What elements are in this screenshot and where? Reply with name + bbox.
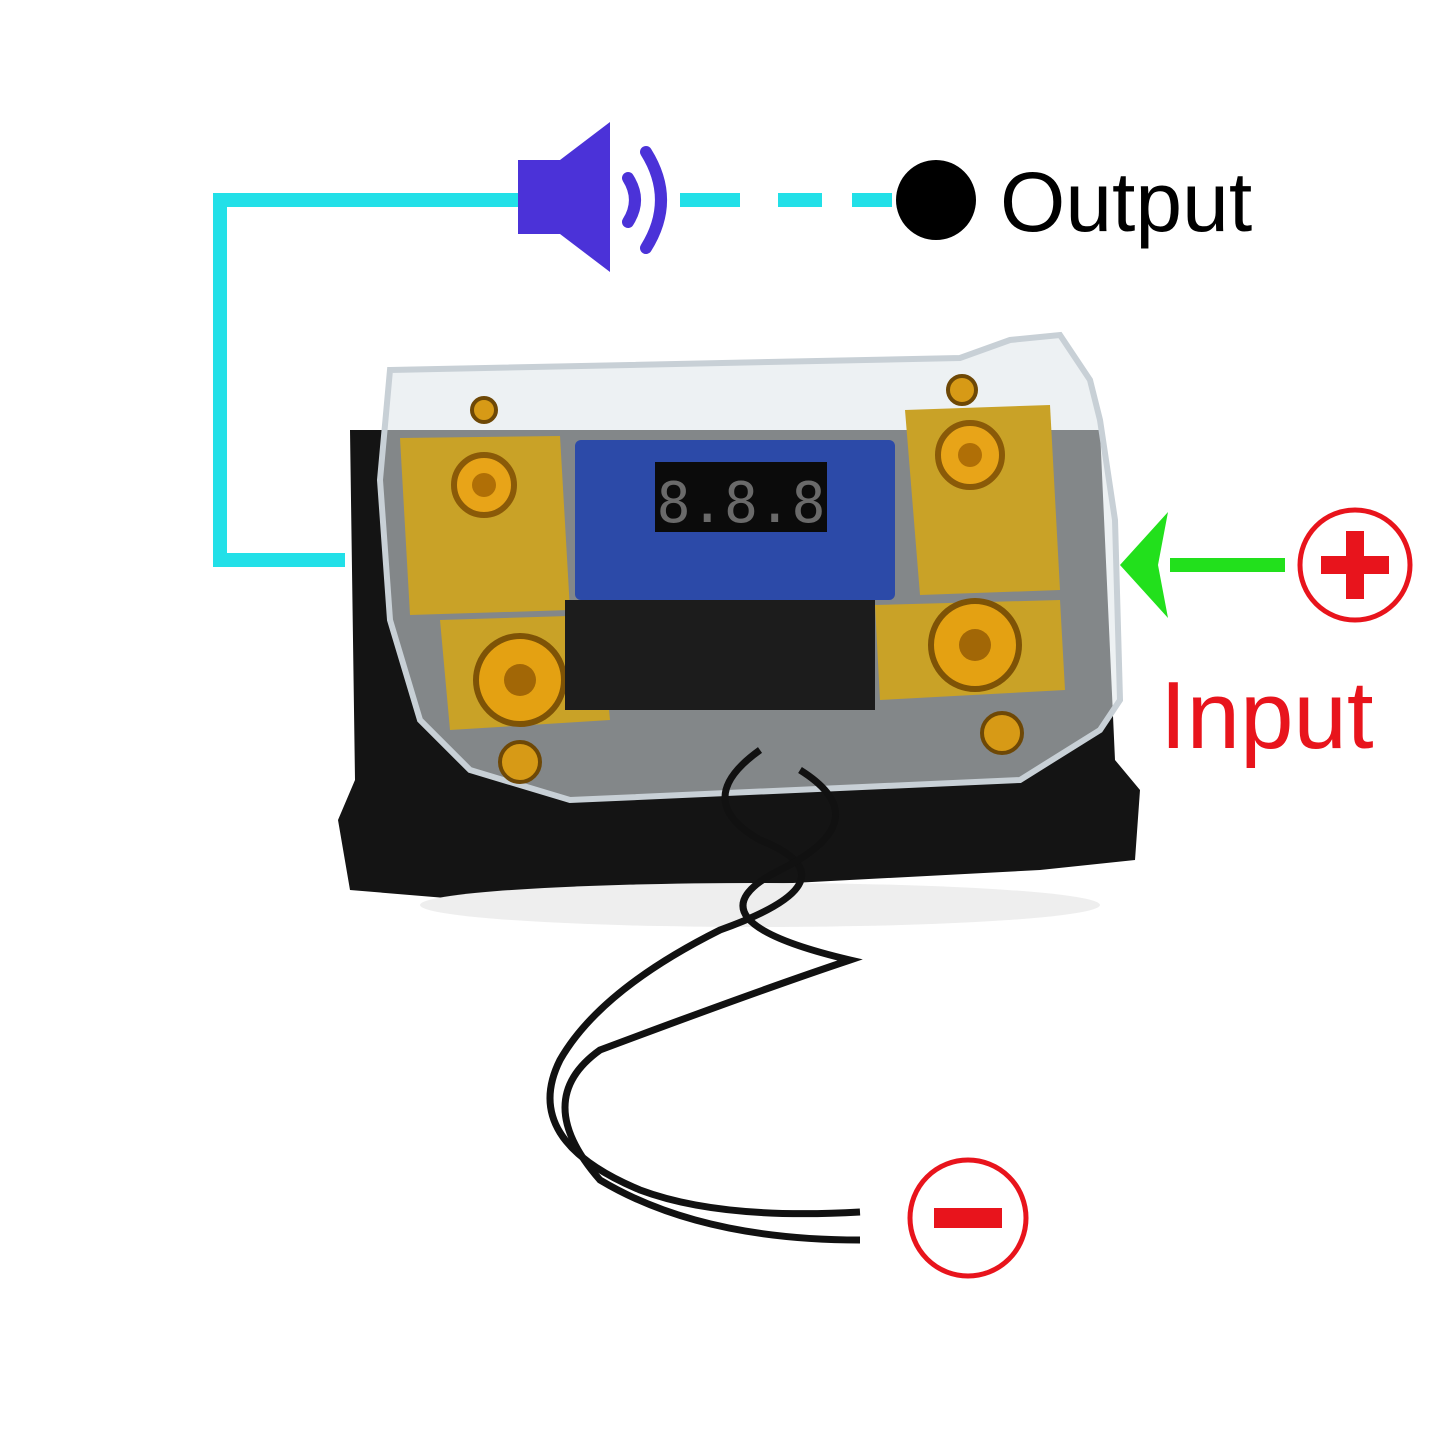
negative-wire [546,747,861,1218]
output-label: Output [1000,155,1253,249]
right-terminal [875,405,1065,700]
input-arrow [1120,512,1285,618]
minus-circle-icon [907,1157,1029,1279]
speaker-icon [518,122,667,272]
input-label: Input [1160,662,1374,769]
display-readout: 8.8.8 [657,471,826,536]
output-wire [213,193,520,567]
fuse-holder [338,331,1140,927]
plus-circle-icon [1297,507,1413,623]
output-dot [896,160,976,240]
